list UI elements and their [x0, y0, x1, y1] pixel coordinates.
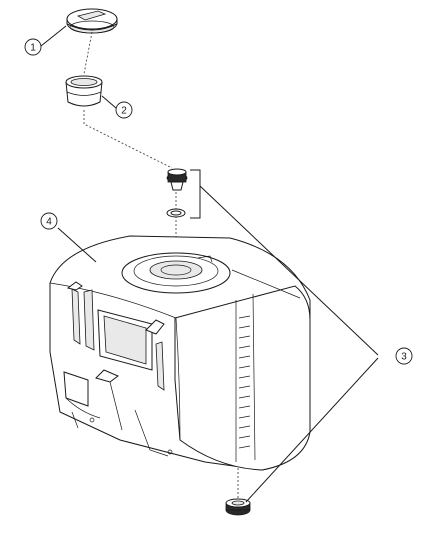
drain-fitting — [166, 168, 188, 191]
filler-cap — [66, 8, 118, 34]
callout-4: 4 — [40, 212, 58, 230]
callout-1: 1 — [24, 38, 42, 56]
svg-text:3: 3 — [401, 352, 407, 363]
svg-text:4: 4 — [46, 217, 52, 228]
strainer-basket — [65, 75, 103, 107]
callout-3: 3 — [395, 347, 413, 365]
spray-tank — [49, 235, 311, 498]
svg-text:2: 2 — [121, 106, 127, 117]
callout-2: 2 — [115, 101, 133, 119]
part3-bracket — [190, 169, 201, 219]
washer — [166, 208, 186, 218]
bottom-drain-plug — [225, 498, 251, 516]
leader-lines — [40, 25, 379, 503]
level-gauge-marks — [238, 315, 251, 449]
svg-text:1: 1 — [30, 43, 36, 54]
